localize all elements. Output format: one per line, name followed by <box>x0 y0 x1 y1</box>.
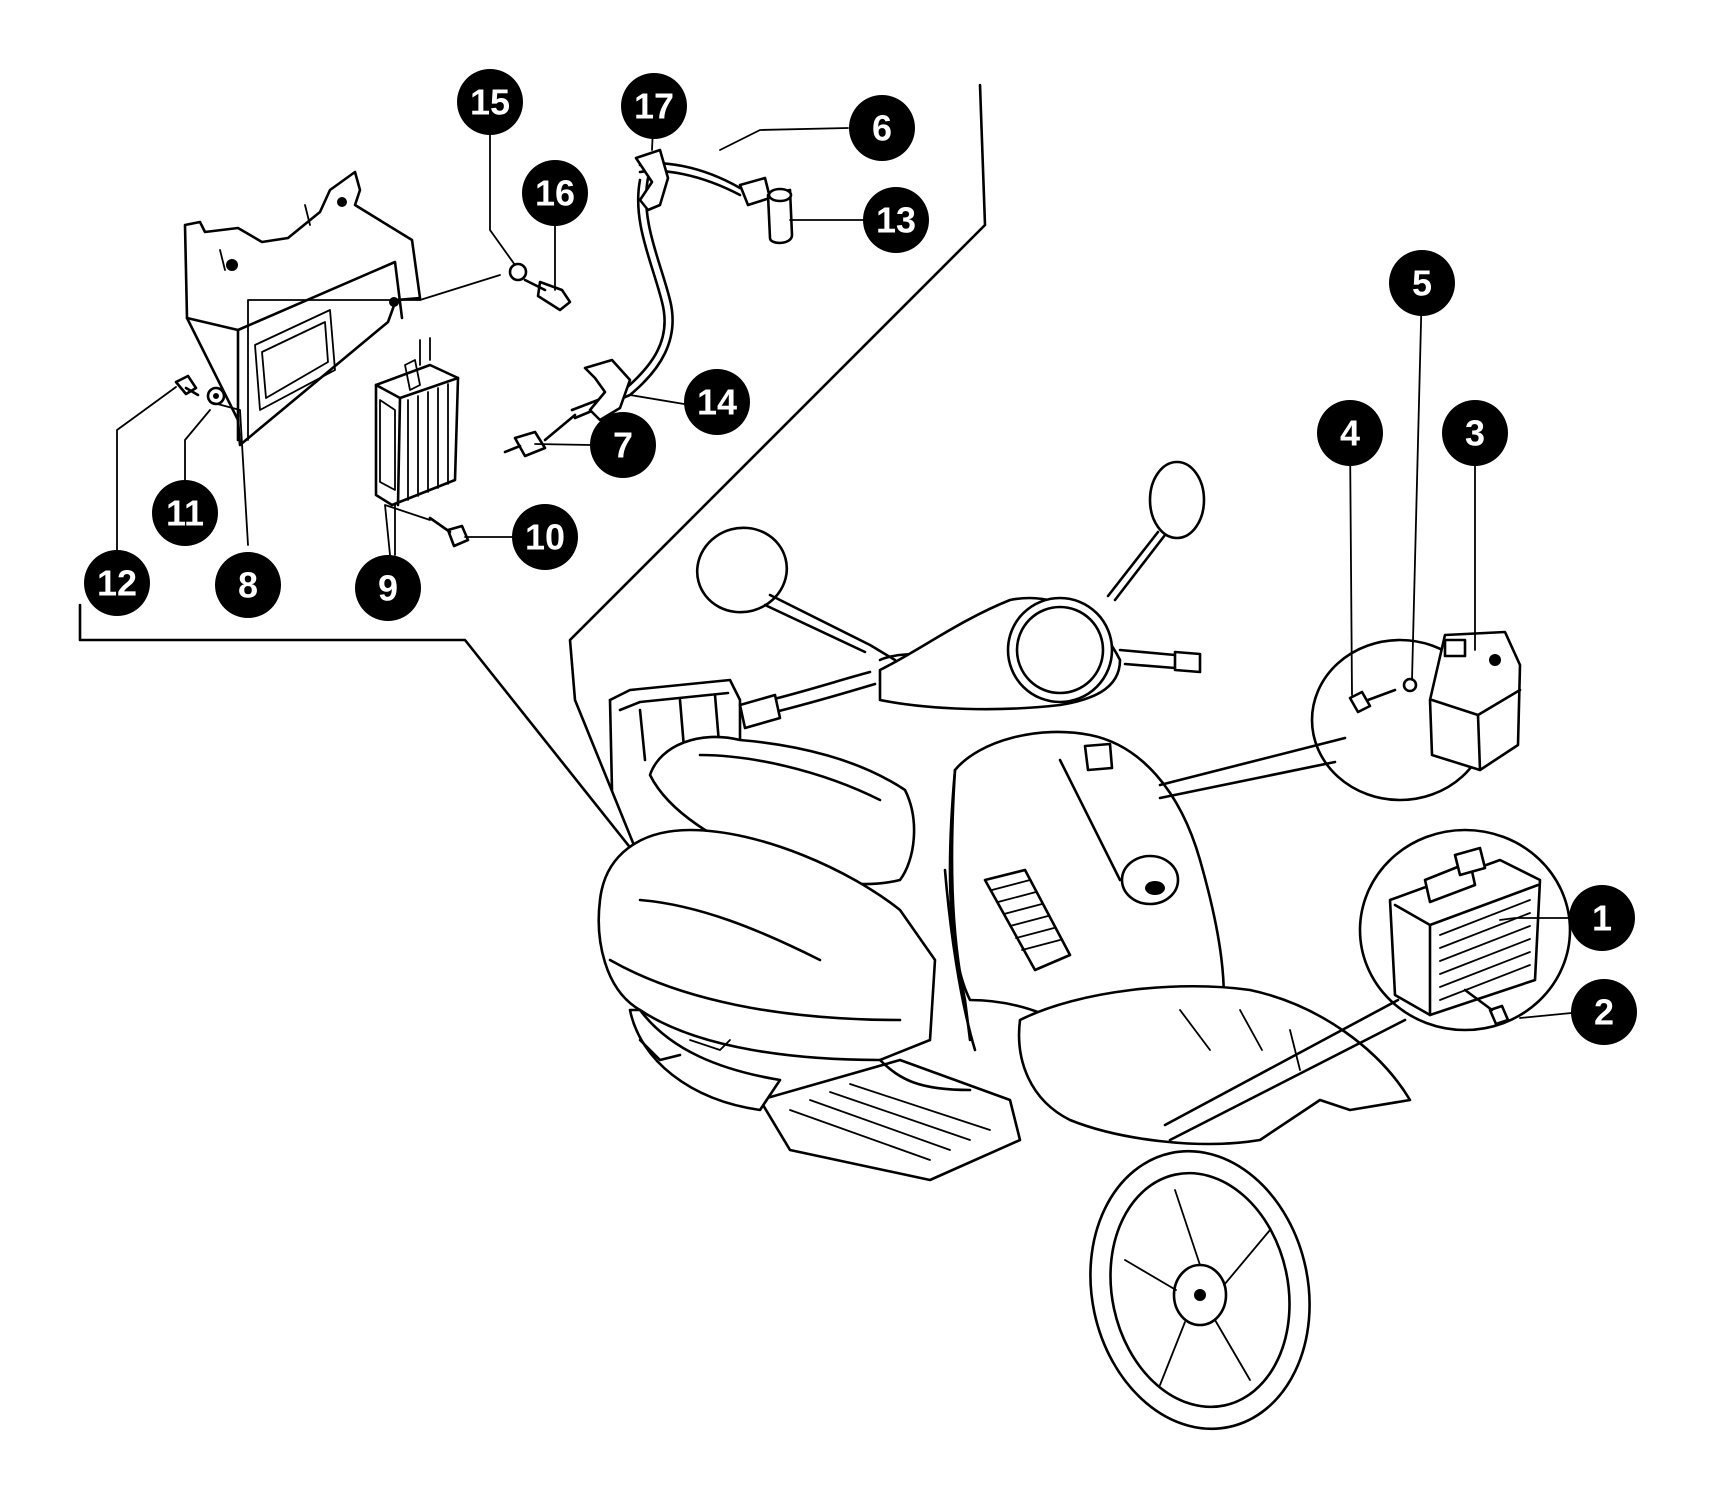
inset-frame <box>78 83 987 862</box>
callout-9: 9 <box>355 555 421 621</box>
detail-circle-upper <box>1158 630 1522 802</box>
ht-cable-assembly <box>570 148 794 422</box>
callout-14-label: 14 <box>697 382 737 423</box>
callout-13-label: 13 <box>876 200 916 241</box>
callout-14: 14 <box>684 369 750 435</box>
callout-10-label: 10 <box>525 517 565 558</box>
callout-16-label: 16 <box>535 173 575 214</box>
callout-2: 2 <box>1571 979 1637 1045</box>
callout-6-label: 6 <box>872 108 892 149</box>
control-unit <box>374 337 460 507</box>
callout-12-label: 12 <box>97 563 137 604</box>
callout-15: 15 <box>457 69 523 135</box>
callout-12: 12 <box>84 550 150 616</box>
callout-17: 17 <box>621 73 687 139</box>
callout-1: 1 <box>1569 885 1635 951</box>
callout-13: 13 <box>863 187 929 253</box>
callout-5: 5 <box>1389 250 1455 316</box>
leader-lines <box>116 99 1603 1019</box>
callout-7: 7 <box>590 412 656 478</box>
callout-10: 10 <box>512 504 578 570</box>
detail-circle-lower <box>1163 828 1572 1142</box>
callout-9-label: 9 <box>378 568 398 609</box>
callout-4: 4 <box>1317 400 1383 466</box>
callout-6: 6 <box>849 95 915 161</box>
callout-17-label: 17 <box>634 86 674 127</box>
callout-7-label: 7 <box>613 425 633 466</box>
callout-16: 16 <box>522 160 588 226</box>
callout-11: 11 <box>152 480 218 546</box>
callout-11-label: 11 <box>166 493 204 534</box>
callout-4-label: 4 <box>1340 413 1360 454</box>
callout-3: 3 <box>1442 400 1508 466</box>
scooter-illustration <box>597 460 1412 1431</box>
fastener-group <box>174 262 577 548</box>
callout-8: 8 <box>215 552 281 618</box>
callout-1-label: 1 <box>1592 898 1612 939</box>
callout-2-label: 2 <box>1594 992 1614 1033</box>
callout-8-label: 8 <box>238 565 258 606</box>
callout-3-label: 3 <box>1465 413 1485 454</box>
callout-5-label: 5 <box>1412 263 1432 304</box>
callout-15-label: 15 <box>470 82 510 123</box>
